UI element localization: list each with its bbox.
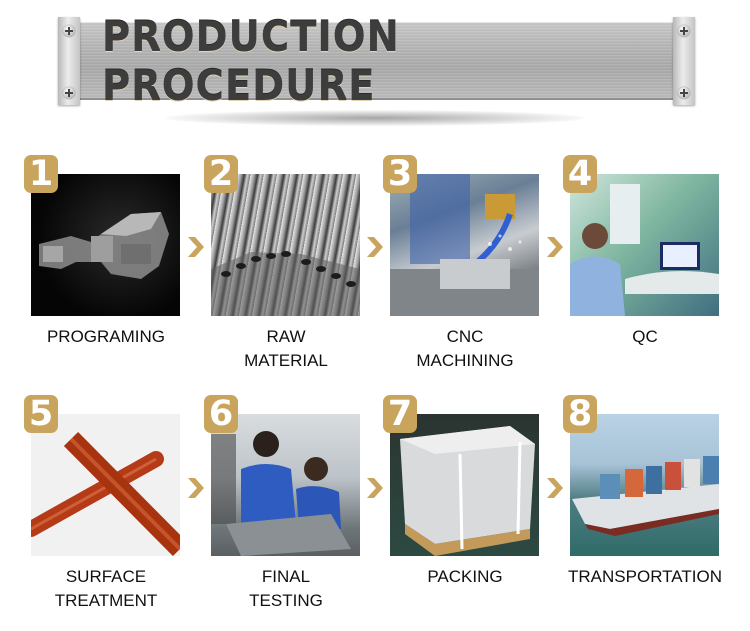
- title-banner: PRODUCTION PROCEDURE: [58, 12, 695, 110]
- step-photo-programing: [31, 174, 180, 316]
- screw-icon: [678, 87, 690, 99]
- screw-icon: [63, 87, 75, 99]
- banner-shadow: [165, 110, 585, 126]
- step-photo-qc: [570, 174, 719, 316]
- step-number-badge: 1: [24, 155, 58, 193]
- step-number-badge: 7: [383, 395, 417, 433]
- final-testing-illustration: [211, 431, 351, 556]
- step-number-badge: 6: [204, 395, 238, 433]
- screw-icon: [678, 25, 690, 37]
- step-label: QC: [632, 327, 658, 346]
- qc-inspection-illustration: [570, 184, 719, 316]
- step-number-badge: 5: [24, 395, 58, 433]
- chevron-right-icon: [547, 478, 563, 498]
- step-label: TRANSPORTATION: [568, 567, 722, 586]
- anodized-rods-illustration: [31, 431, 180, 556]
- step-number-badge: 4: [563, 155, 597, 193]
- chevron-right-icon: [547, 237, 563, 257]
- step-number-badge: 8: [563, 395, 597, 433]
- screw-icon: [63, 25, 75, 37]
- chevron-right-icon: [367, 478, 383, 498]
- page-title: PRODUCTION PROCEDURE: [101, 12, 400, 110]
- metal-tubes-illustration: [211, 251, 360, 316]
- step-photo-transportation: [570, 414, 719, 556]
- step-photo-surface-treatment: [31, 414, 180, 556]
- container-ship-illustration: [572, 456, 719, 536]
- cnc-machine-illustration: [390, 174, 539, 316]
- step-photo-raw-material: [211, 174, 360, 316]
- banner-right-bracket: [673, 17, 695, 105]
- banner-left-bracket: [58, 17, 80, 105]
- brushed-metal-plate: [78, 22, 675, 100]
- step-number-badge: 2: [204, 155, 238, 193]
- step-photo-packing: [390, 414, 539, 556]
- step-label: PACKING: [427, 567, 503, 586]
- step-photo-cnc-machining: [390, 174, 539, 316]
- chevron-right-icon: [188, 478, 204, 498]
- wrapped-pallet-illustration: [400, 426, 535, 556]
- chevron-right-icon: [188, 237, 204, 257]
- step-label: PROGRAMING: [46, 327, 166, 346]
- cad-model-illustration: [39, 212, 169, 279]
- step-photo-final-testing: [211, 414, 360, 556]
- step-number-badge: 3: [383, 155, 417, 193]
- chevron-right-icon: [367, 237, 383, 257]
